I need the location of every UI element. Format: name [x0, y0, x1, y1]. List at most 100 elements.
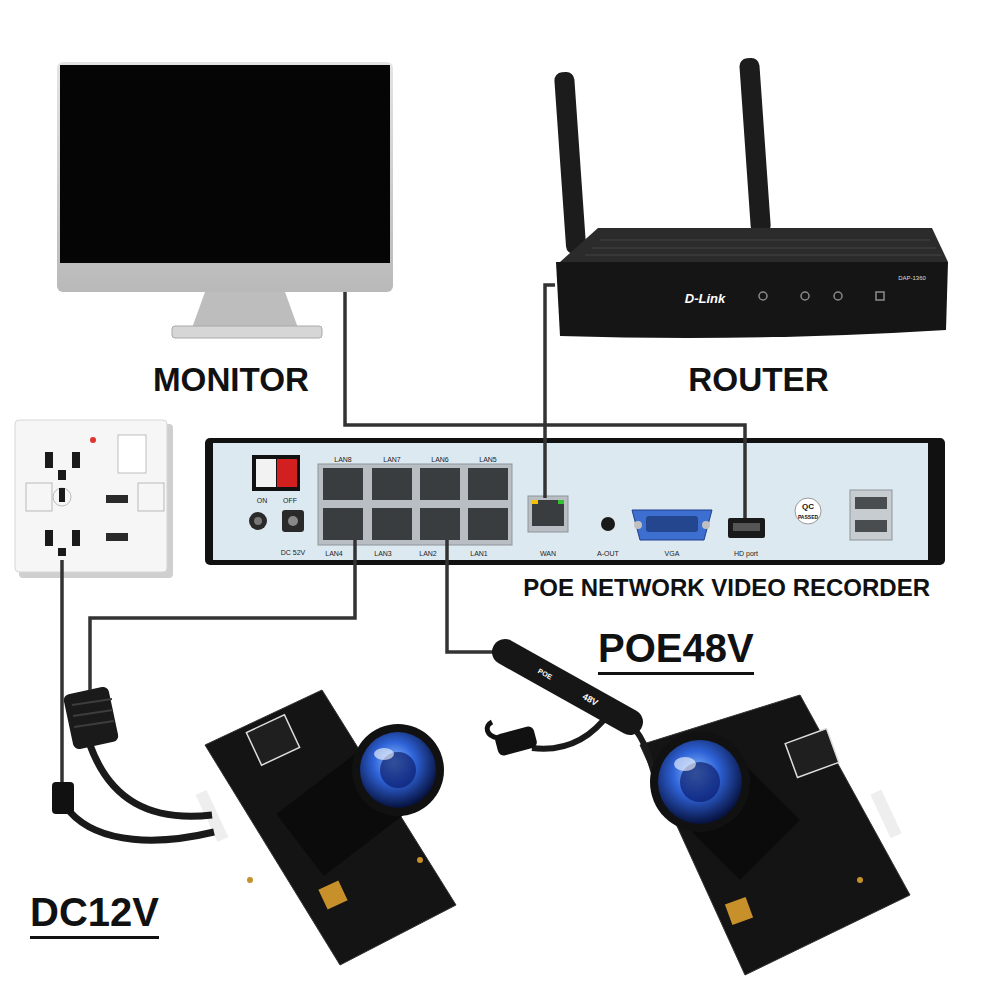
camera-module-illustration-part — [650, 732, 750, 832]
nvr-illustration-part — [855, 497, 887, 509]
wall-socket-illustration-part — [118, 435, 146, 473]
wall-socket-illustration-part — [45, 530, 53, 546]
part-label: POE — [537, 667, 553, 680]
camera-module-illustration-part — [785, 729, 839, 778]
lan-port — [323, 468, 508, 540]
router-illustration-part — [556, 262, 948, 338]
part-label: LAN3 — [374, 550, 392, 557]
network-cable — [90, 565, 355, 690]
nvr-illustration-part — [277, 459, 297, 487]
nvr-illustration — [205, 438, 945, 565]
router-illustration-part — [585, 240, 942, 255]
lan-port-part — [323, 468, 363, 500]
part-label: PASSED — [798, 515, 818, 520]
cable-part — [343, 292, 347, 405]
camera-module-illustration-part — [247, 877, 253, 883]
monitor-illustration — [57, 62, 393, 338]
wall-socket-illustration-part — [106, 533, 128, 541]
camera-module-illustration-part — [70, 812, 214, 840]
router-illustration — [554, 58, 948, 338]
cable-part — [353, 540, 357, 565]
router-illustration-part — [739, 58, 771, 235]
nvr-illustration-part — [601, 517, 615, 531]
camera-module-illustration-part — [352, 724, 444, 816]
monitor-node: MONITOR — [55, 60, 407, 405]
camera-module-illustration-part — [72, 699, 114, 727]
monitor-illustration-part — [57, 62, 393, 292]
camera-module-illustration-part — [318, 880, 347, 909]
camera-module-illustration-part — [725, 897, 753, 925]
part-label: VGA — [665, 550, 680, 557]
wall-socket-illustration-part — [106, 495, 128, 503]
nvr-illustration-part — [282, 510, 304, 532]
nvr-illustration-part — [733, 523, 760, 531]
lan-port-part — [468, 468, 508, 500]
nvr-illustration-part — [532, 500, 564, 526]
part-label: DC 52V — [281, 549, 306, 556]
router-node: ROUTER — [555, 50, 962, 405]
camera-module-illustration-part — [360, 732, 436, 808]
network-cable — [545, 285, 555, 438]
router-illustration-part — [834, 292, 842, 300]
cable-part — [445, 540, 449, 565]
nvr-illustration-part — [256, 459, 276, 487]
nvr-illustration-part — [205, 438, 945, 565]
camera-module-illustration-part — [417, 857, 423, 863]
lan-port-part — [372, 468, 412, 500]
part-label: LAN8 — [334, 456, 352, 463]
part-label: A-OUT — [597, 550, 619, 557]
monitor-illustration-part — [172, 326, 322, 338]
nvr-illustration-part — [288, 516, 298, 526]
nvr-illustration-part — [252, 455, 300, 491]
part-label: LAN7 — [383, 456, 401, 463]
part-label: LAN6 — [431, 456, 449, 463]
nvr-illustration-part — [702, 521, 710, 529]
nvr-illustration-part — [558, 500, 564, 504]
camera-module-illustration — [487, 652, 910, 975]
nvr-illustration-part — [850, 490, 892, 540]
part-label: D-Link — [685, 292, 725, 305]
wall-socket-illustration-part — [26, 483, 52, 511]
part-label: DAP-1360 — [898, 275, 926, 281]
lan-port-part — [372, 508, 412, 540]
part-label: 48V — [581, 692, 599, 708]
part-label: LAN2 — [419, 550, 437, 557]
nvr-illustration-part — [249, 512, 267, 530]
part-label: HD port — [734, 550, 758, 557]
router-illustration-part — [560, 228, 948, 262]
nvr-illustration-part — [855, 520, 887, 532]
part-label: OFF — [283, 497, 297, 504]
camera-module-illustration-part — [658, 740, 742, 824]
part-label: ON — [257, 497, 268, 504]
network-cable — [447, 565, 490, 652]
lan-port-part — [420, 508, 460, 540]
camera-module-illustration-part — [640, 695, 910, 975]
camera-module-illustration-part — [674, 757, 696, 771]
device-label: DC12V — [30, 890, 159, 939]
nvr-illustration-part — [795, 498, 821, 524]
nvr-illustration-part — [532, 500, 538, 504]
nvr-illustration-part — [254, 517, 262, 525]
camera-node: POE 48V — [490, 620, 930, 980]
wall-socket-illustration-part — [58, 548, 66, 556]
wall-socket-illustration-part — [58, 470, 66, 480]
wall-socket-illustration-part — [72, 530, 80, 546]
cable-part — [60, 560, 64, 784]
nvr-node: POE NETWORK VIDEO RECORDER — [205, 438, 945, 565]
camera-module-illustration-part — [246, 715, 299, 765]
router-illustration-part — [759, 292, 767, 300]
wall-socket-illustration-part — [45, 452, 53, 468]
camera-module-illustration-part — [870, 790, 901, 839]
wall-socket-illustration-part — [53, 488, 71, 506]
camera-module-illustration-part — [52, 782, 74, 814]
nvr-illustration-part — [632, 510, 712, 540]
device-label: ROUTER — [555, 362, 962, 399]
camera-module-illustration-part — [90, 745, 212, 816]
nvr-illustration-part — [728, 518, 765, 538]
device-label: MONITOR — [55, 362, 407, 399]
camera-module-illustration-part — [857, 877, 863, 883]
router-illustration-part — [876, 292, 884, 300]
